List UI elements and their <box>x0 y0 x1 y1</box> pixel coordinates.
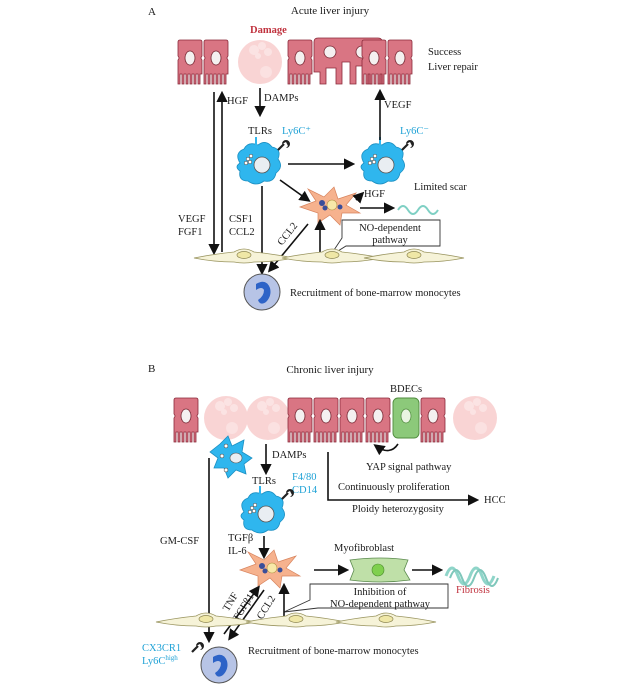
endothelial-layer <box>193 248 465 264</box>
ly6c-pos-label: Ly6C⁺ <box>282 126 311 137</box>
arrow-ccl2-diag <box>267 223 309 273</box>
damps-label: DAMPs <box>264 93 298 104</box>
scar-wave-icon <box>397 205 439 215</box>
hepatic-stellate-cell-b <box>239 549 301 589</box>
limited-scar-label: Limited scar <box>414 182 467 193</box>
vegf-up-label: VEGF <box>384 100 412 111</box>
yap-curved-arrow <box>373 443 399 456</box>
inhib-line1: Inhibition of <box>354 587 407 598</box>
hcc-label: HCC <box>484 495 506 506</box>
arrow-hgf-hsc <box>352 191 365 204</box>
vegf-label: VEGF <box>178 214 206 225</box>
recruitment-label-b: Recruitment of bone-marrow monocytes <box>248 646 419 657</box>
ly6c-high-base: Ly6C <box>142 656 165 667</box>
fibrosis-label: Fibrosis <box>456 585 490 596</box>
tgfb-label: TGFβ <box>228 533 253 544</box>
macrophage-ly6c-neg <box>360 136 416 185</box>
panel-b: B Chronic liver injury BDECs YAP signal … <box>142 363 506 684</box>
il6-label: IL-6 <box>228 546 247 557</box>
arrow-hsc-to-mono <box>228 589 265 641</box>
bone-marrow-monocyte-b <box>190 640 238 684</box>
hepatocyte-row <box>177 37 413 85</box>
panel-a: A Acute liver injury Damage Success Live… <box>148 5 478 311</box>
inhib-line2: NO-dependent pathway <box>330 599 431 610</box>
cx3cr1-label: CX3CR1 <box>142 643 181 654</box>
fgf1-label: FGF1 <box>178 227 203 238</box>
ploidy-label: Ploidy heterozygosity <box>352 504 445 515</box>
csf1-label: CSF1 <box>229 214 253 225</box>
gm-csf-label: GM-CSF <box>160 536 199 547</box>
no-box-line2: pathway <box>372 235 408 246</box>
ly6c-neg-label: Ly6C⁻ <box>400 126 429 137</box>
ccl2-left-label: CCL2 <box>229 227 255 238</box>
no-box-line1: NO-dependent <box>359 223 421 234</box>
hgf-up-label: HGF <box>227 96 248 107</box>
f480-label: F4/80 <box>292 472 317 483</box>
macrophage-ly6c-pos <box>236 136 292 185</box>
kupffer-cell <box>209 435 253 479</box>
arrow-to-hcc <box>327 452 480 506</box>
endothelial-layer-b <box>155 612 437 628</box>
inhibition-box: Inhibition of NO-dependent pathway <box>283 583 449 613</box>
hgf-hsc-label: HGF <box>364 189 385 200</box>
yap-label: YAP signal pathway <box>366 462 452 473</box>
tlrs-label: TLRs <box>248 126 272 137</box>
cd14-label: CD14 <box>292 485 318 496</box>
macrophage-b <box>240 485 296 534</box>
bone-marrow-monocyte <box>243 273 281 311</box>
no-dependent-box: NO-dependent pathway <box>329 219 441 257</box>
bdecs-label: BDECs <box>390 384 422 395</box>
hepatocyte-row-b <box>173 396 497 443</box>
damage-label: Damage <box>250 25 287 36</box>
ly6c-high-sup: high <box>165 654 178 662</box>
arrow-mac-to-hsc <box>279 179 311 202</box>
outcome-success: Success <box>428 47 461 58</box>
tlrs-label-b: TLRs <box>252 476 276 487</box>
bdec-cell <box>392 397 420 439</box>
recruitment-label-a: Recruitment of bone-marrow monocytes <box>290 288 461 299</box>
continuous-label: Continuously proliferation <box>338 482 450 493</box>
damps-label-b: DAMPs <box>272 450 306 461</box>
panel-label-b: B <box>148 363 155 375</box>
ccl2-diag-label: CCL2 <box>276 221 300 248</box>
panel-label-a: A <box>148 6 156 18</box>
fibrosis-wave-icon <box>444 566 499 587</box>
ly6c-high-label: Ly6Chigh <box>142 654 178 667</box>
panel-b-title: Chronic liver injury <box>286 364 374 376</box>
arrow-mono-to-hsc <box>223 585 260 635</box>
outcome-liver-repair: Liver repair <box>428 62 478 73</box>
hepatic-stellate-cell <box>299 186 361 226</box>
panel-a-title: Acute liver injury <box>291 5 370 17</box>
myofibroblast-cell <box>349 557 411 583</box>
myofibroblast-label: Myofibroblast <box>334 543 394 554</box>
